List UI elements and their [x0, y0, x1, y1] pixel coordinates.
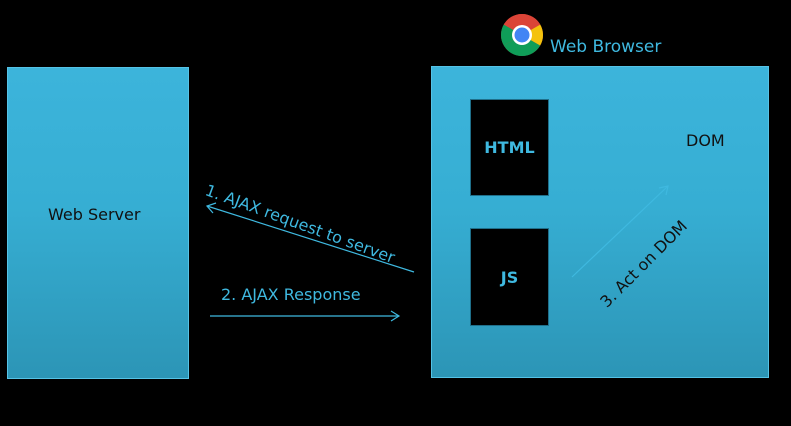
- js-label: JS: [500, 267, 519, 287]
- web-browser-title: Web Browser: [550, 37, 662, 57]
- chrome-logo-icon: [500, 13, 544, 57]
- js-box: JS: [470, 228, 549, 326]
- request-arrow: [206, 205, 415, 273]
- web-server-box: [7, 67, 189, 379]
- html-box: HTML: [470, 99, 549, 196]
- act-on-dom-arrow: [571, 185, 669, 278]
- act-on-dom-arrow-head: [658, 185, 669, 196]
- web-server-label: Web Server: [48, 205, 141, 224]
- response-step-label: 2. AJAX Response: [221, 285, 361, 304]
- dom-label: DOM: [686, 131, 725, 150]
- request-arrow-head: [205, 202, 217, 214]
- response-arrow-head: [390, 310, 401, 322]
- html-label: HTML: [484, 138, 535, 157]
